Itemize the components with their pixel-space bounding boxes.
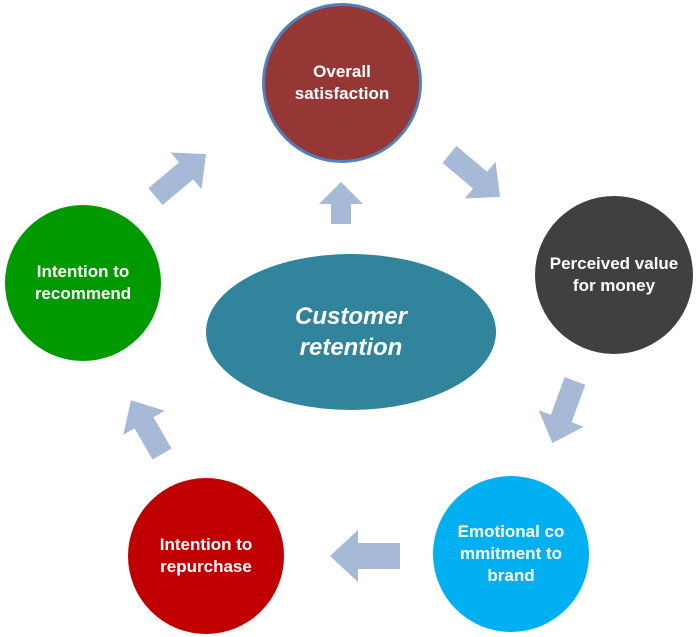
- arrow-recommend-to-overall: [148, 152, 207, 205]
- arrow-repurchase-to-recommend: [123, 400, 172, 460]
- node-label: Emotional commitment to brand: [457, 522, 565, 585]
- node-label: Perceived value for money: [549, 254, 679, 295]
- node-emotional-commitment: Emotional commitment to brand: [433, 476, 589, 632]
- node-label: Intention to recommend: [34, 262, 132, 303]
- arrow-center-to-overall: [319, 182, 363, 224]
- node-overall-satisfaction: Overall satisfaction: [262, 3, 422, 163]
- arrow-overall-to-perceived: [442, 146, 501, 199]
- arrow-emotional-to-repurchase: [330, 530, 400, 582]
- node-label: Overall satisfaction: [294, 62, 390, 103]
- center-label: Customer retention: [294, 303, 408, 361]
- node-perceived-value: Perceived value for money: [535, 196, 693, 354]
- center-ellipse: Customer retention: [206, 254, 496, 410]
- node-label: Intention to repurchase: [159, 535, 253, 576]
- node-intention-repurchase: Intention to repurchase: [128, 478, 284, 634]
- node-intention-recommend: Intention to recommend: [5, 205, 161, 361]
- arrow-perceived-to-emotional: [538, 377, 586, 443]
